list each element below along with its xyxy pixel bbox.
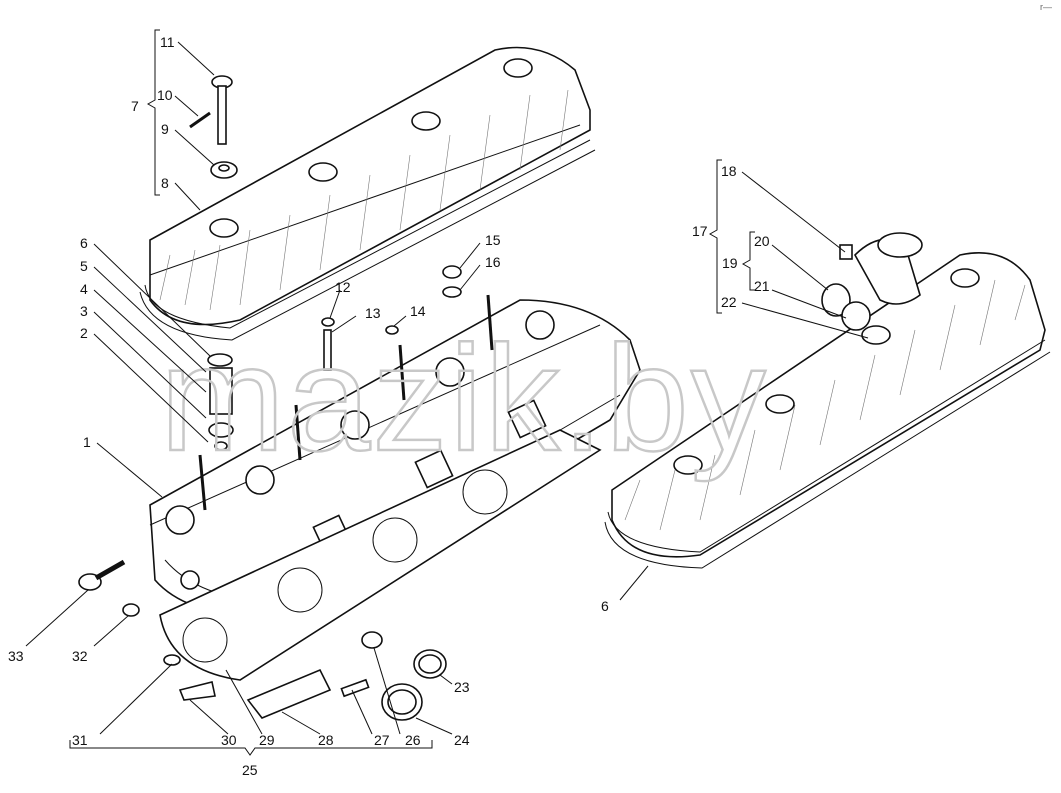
washer-16 <box>442 286 462 298</box>
label-31: 31 <box>72 732 88 748</box>
label-13: 13 <box>365 305 381 321</box>
label-4: 4 <box>80 281 88 297</box>
label-12: 12 <box>335 279 351 295</box>
label-25: 25 <box>242 762 258 778</box>
label-17: 17 <box>692 223 708 239</box>
label-19: 19 <box>722 255 738 271</box>
label-11: 11 <box>160 34 175 50</box>
bolt-33 <box>78 559 126 591</box>
gasket-27 <box>340 678 370 698</box>
label-29: 29 <box>259 732 275 748</box>
part-labels: 11 10 7 9 8 6 5 4 3 2 1 12 13 14 15 16 1… <box>8 34 770 778</box>
head-gasket <box>159 429 602 681</box>
valve-cover-left <box>139 46 596 341</box>
label-27: 27 <box>374 732 390 748</box>
gasket-30 <box>178 681 216 701</box>
nut-14 <box>385 325 399 335</box>
label-28: 28 <box>318 732 334 748</box>
watermark: mazik.by <box>160 314 768 482</box>
bolt-11 <box>211 75 233 145</box>
label-2: 2 <box>80 325 88 341</box>
seal-26 <box>361 631 383 649</box>
stud-13 <box>321 317 335 371</box>
label-15: 15 <box>485 232 501 248</box>
gasket-31 <box>163 654 181 666</box>
label-1: 1 <box>83 434 91 450</box>
seal-ring-23 <box>413 649 447 679</box>
gasket-28 <box>246 668 332 719</box>
sleeve-assembly <box>207 353 234 451</box>
nut-32 <box>122 603 140 617</box>
valve-cover-right <box>604 252 1051 569</box>
label-7: 7 <box>131 98 139 114</box>
label-8: 8 <box>161 175 169 191</box>
label-33: 33 <box>8 648 24 664</box>
nut-15 <box>442 265 462 279</box>
pin-10 <box>189 111 211 129</box>
washer-9 <box>210 161 238 179</box>
label-16: 16 <box>485 254 501 270</box>
label-30: 30 <box>221 732 237 748</box>
label-32: 32 <box>72 648 88 664</box>
leader-lines <box>25 29 869 756</box>
label-22: 22 <box>721 294 737 310</box>
label-23: 23 <box>454 679 470 695</box>
label-18: 18 <box>721 163 737 179</box>
breather-assembly <box>821 232 923 345</box>
label-21: 21 <box>754 278 770 294</box>
label-26: 26 <box>405 732 421 748</box>
label-14: 14 <box>410 303 426 319</box>
label-5: 5 <box>80 258 88 274</box>
seal-ring-24 <box>381 683 423 721</box>
label-10: 10 <box>157 87 173 103</box>
label-6: 6 <box>80 235 88 251</box>
label-3: 3 <box>80 303 88 319</box>
label-20: 20 <box>754 233 770 249</box>
corner-mark: r— <box>1040 2 1052 12</box>
label-24: 24 <box>454 732 470 748</box>
label-9: 9 <box>161 121 169 137</box>
label-6-right: 6 <box>601 598 609 614</box>
